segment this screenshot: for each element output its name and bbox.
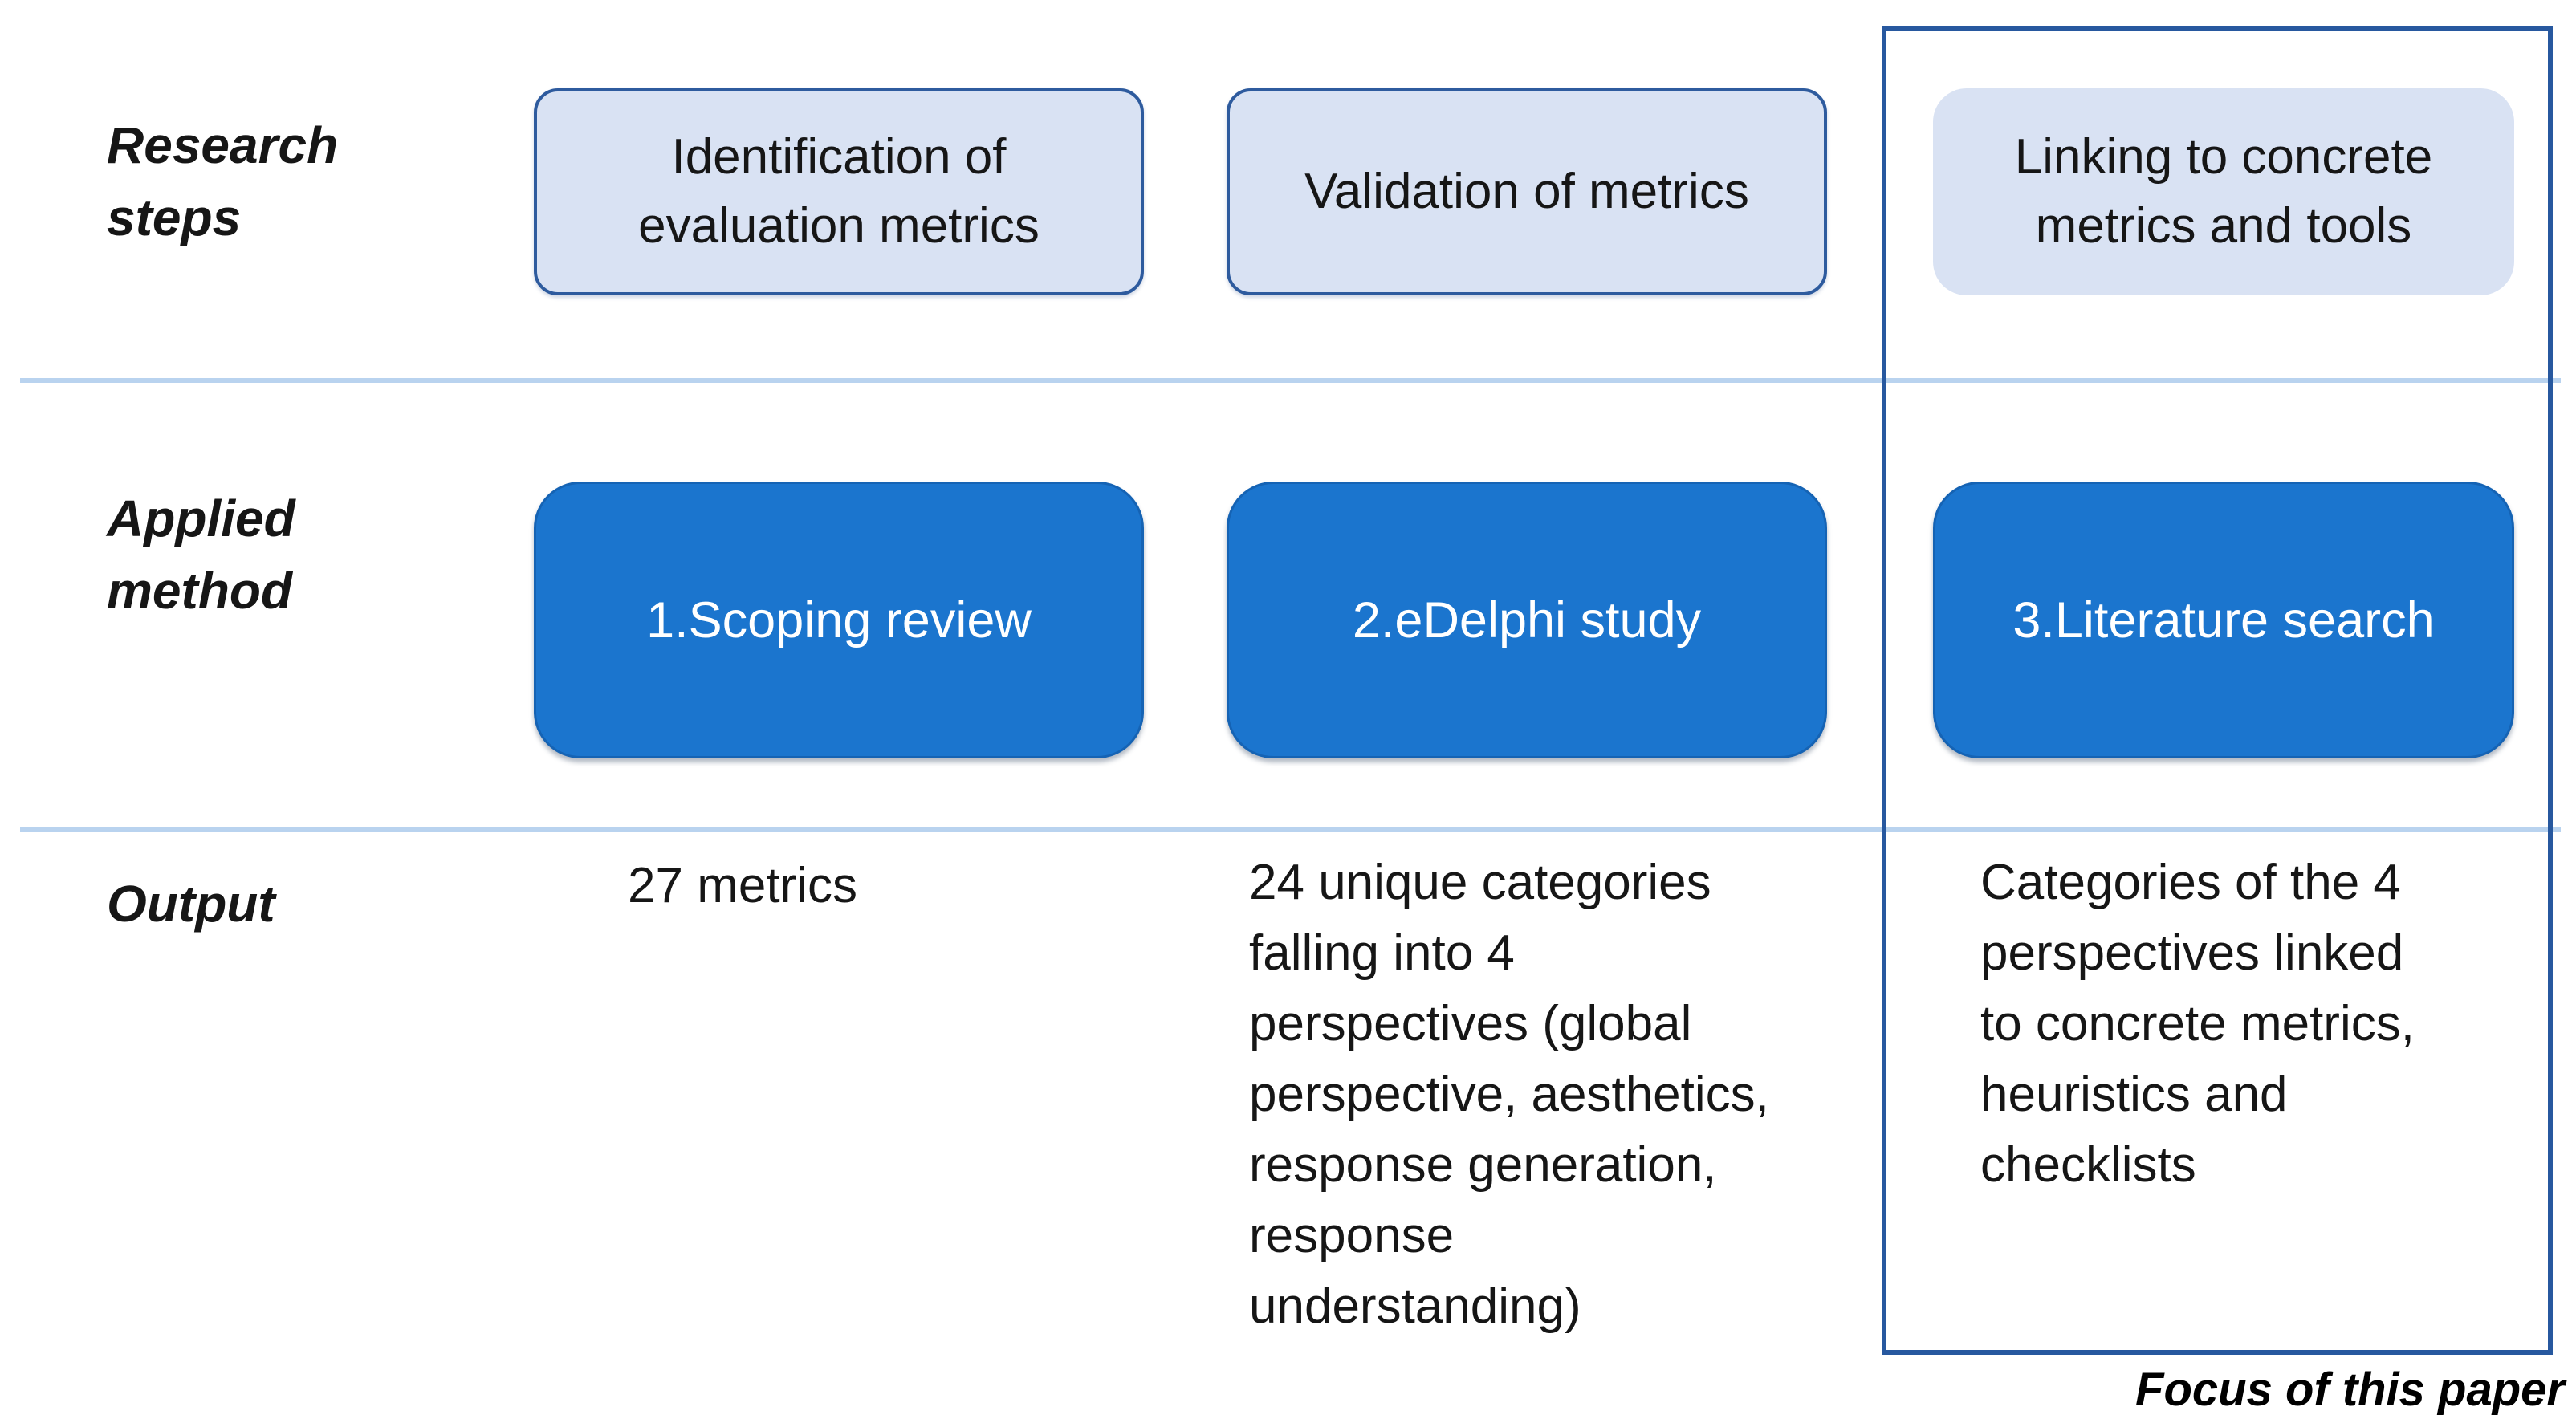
output-text-linked-categories: Categories of the 4 perspectives linked … bbox=[1980, 855, 2415, 1193]
step-box-linking-label: Linking to concrete metrics and tools bbox=[2014, 129, 2433, 254]
method-box-scoping-review-label: 1.Scoping review bbox=[646, 592, 1032, 648]
method-box-edelphi-study: 2.eDelphi study bbox=[1227, 482, 1827, 758]
method-box-edelphi-study-label: 2.eDelphi study bbox=[1352, 592, 1702, 648]
output-text-metrics-count: 27 metrics bbox=[628, 858, 857, 913]
row-label-applied-method: Applied method bbox=[107, 490, 295, 620]
output-text-categories: 24 unique categories falling into 4 pers… bbox=[1249, 855, 1769, 1335]
method-box-literature-search: 3.Literature search bbox=[1933, 482, 2514, 758]
step-box-identification-label: Identification of evaluation metrics bbox=[638, 129, 1040, 254]
step-box-validation-label: Validation of metrics bbox=[1304, 164, 1749, 220]
row-label-research-steps: Research steps bbox=[107, 116, 339, 246]
focus-caption: Focus of this paper bbox=[2135, 1364, 2565, 1416]
step-box-identification: Identification of evaluation metrics bbox=[534, 88, 1144, 295]
divider-line-top bbox=[20, 378, 2561, 383]
row-label-output: Output bbox=[107, 875, 275, 933]
divider-line-bottom bbox=[20, 827, 2561, 832]
step-box-validation: Validation of metrics bbox=[1227, 88, 1827, 295]
step-box-linking: Linking to concrete metrics and tools bbox=[1933, 88, 2514, 295]
method-box-scoping-review: 1.Scoping review bbox=[534, 482, 1144, 758]
method-box-literature-search-label: 3.Literature search bbox=[2012, 592, 2435, 648]
